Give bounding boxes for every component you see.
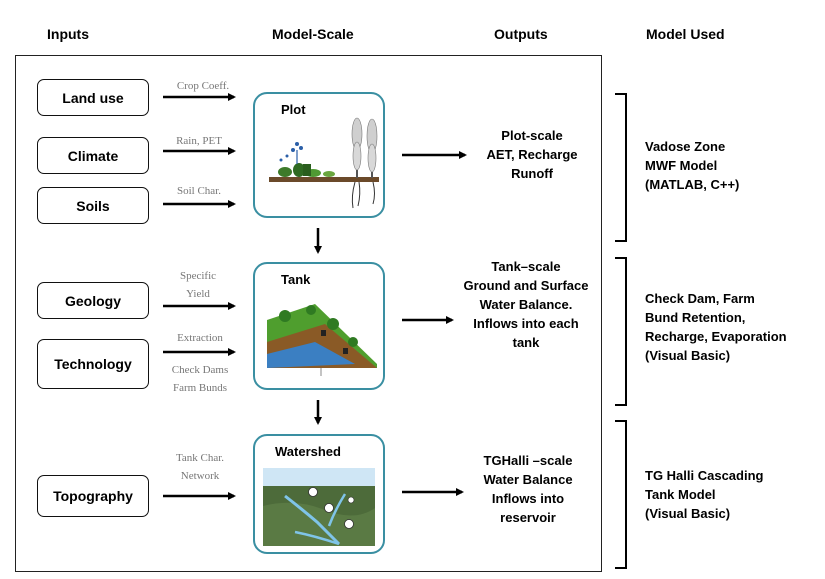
scale-title-tank: Tank — [281, 272, 311, 287]
input-technology: Technology — [37, 339, 149, 389]
bracket-plot — [615, 93, 627, 242]
scale-box-watershed: Watershed — [253, 434, 385, 554]
output-watershed: TGHalli –scale Water Balance Inflows int… — [483, 453, 573, 525]
scale-title-watershed: Watershed — [275, 444, 341, 459]
header-model-used: Model Used — [646, 26, 725, 42]
input-topography: Topography — [37, 475, 149, 517]
label-rain-pet: Rain, PET — [176, 135, 222, 147]
model-plot: Vadose Zone MWF Model (MATLAB, C++) — [645, 139, 740, 192]
bracket-tank — [615, 257, 627, 406]
input-climate: Climate — [37, 137, 149, 174]
scale-box-tank: Tank — [253, 262, 385, 390]
model-tank: Check Dam, Farm Bund Retention, Recharge… — [645, 291, 787, 363]
scale-box-plot: Plot — [253, 92, 385, 218]
label-tank-char-network: Tank Char. Network — [175, 452, 225, 482]
header-model-scale: Model-Scale — [272, 26, 354, 42]
label-extraction: Extraction — [177, 332, 223, 344]
output-plot: Plot-scale AET, Recharge Runoff — [486, 128, 578, 181]
label-specific-yield: Specific Yield — [179, 270, 217, 300]
input-land-use: Land use — [37, 79, 149, 116]
watershed-illustration — [263, 468, 375, 546]
input-soils: Soils — [37, 187, 149, 224]
scale-title-plot: Plot — [281, 102, 306, 117]
plot-illustration — [269, 117, 379, 209]
label-crop-coeff: Crop Coeff. — [176, 80, 230, 92]
header-inputs: Inputs — [47, 26, 89, 42]
input-geology: Geology — [37, 282, 149, 319]
header-outputs: Outputs — [494, 26, 548, 42]
output-tank: Tank–scale Ground and Surface Water Bala… — [463, 259, 589, 350]
model-watershed: TG Halli Cascading Tank Model (Visual Ba… — [645, 468, 764, 521]
label-check-dams-farm-bunds: Check Dams Farm Bunds — [171, 364, 229, 394]
label-soil-char: Soil Char. — [176, 185, 221, 197]
bracket-watershed — [615, 420, 627, 569]
diagram-frame — [15, 55, 602, 572]
tank-illustration — [267, 304, 377, 376]
